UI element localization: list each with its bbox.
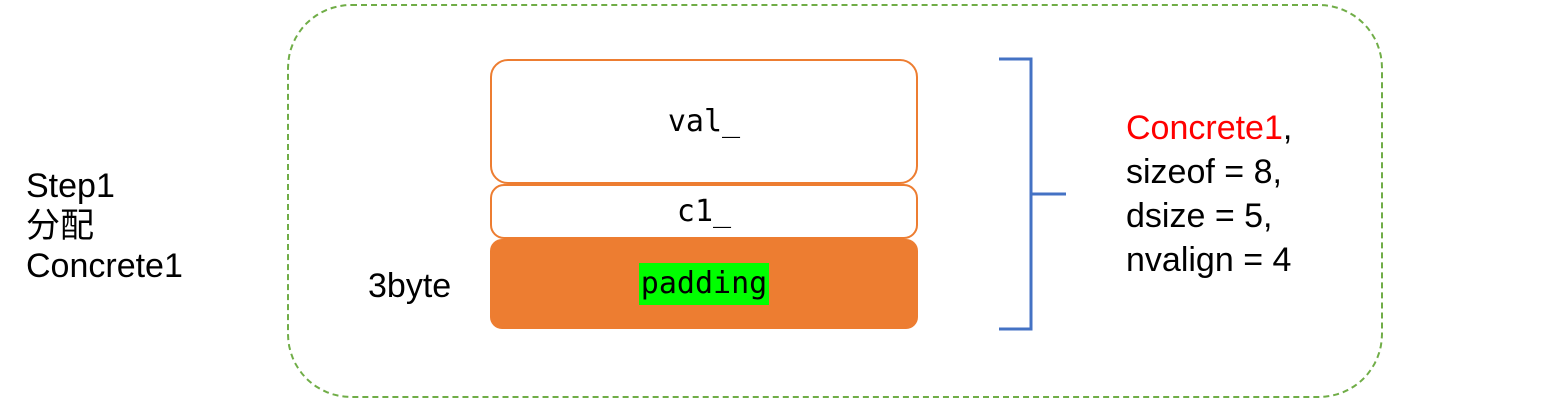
member-val-label: val_ — [667, 104, 741, 139]
type-info-title: Concrete1, — [1126, 106, 1292, 150]
nvalign-value: nvalign = 4 — [1126, 241, 1292, 279]
member-c1-block: c1_ — [490, 184, 918, 239]
memory-layout-container — [287, 4, 1383, 398]
step-label-line2: 分配 — [26, 207, 94, 245]
step-label-line3: Concrete1 — [26, 247, 183, 285]
step-label: Step1 分配 Concrete1 — [26, 166, 183, 286]
padding-block: padding — [490, 239, 918, 329]
type-info: Concrete1, sizeof = 8, dsize = 5, nvalig… — [1126, 106, 1292, 282]
step-label-line1: Step1 — [26, 167, 115, 205]
type-name: Concrete1 — [1126, 109, 1283, 147]
sizeof-value: sizeof = 8, — [1126, 153, 1282, 191]
size-bracket-icon — [999, 57, 1066, 331]
dsize-value: dsize = 5, — [1126, 197, 1273, 235]
type-name-suffix: , — [1282, 109, 1293, 147]
padding-size-label: 3byte — [368, 267, 452, 305]
padding-label: padding — [638, 263, 770, 305]
member-c1-label: c1_ — [676, 194, 732, 229]
member-val-block: val_ — [490, 59, 918, 184]
